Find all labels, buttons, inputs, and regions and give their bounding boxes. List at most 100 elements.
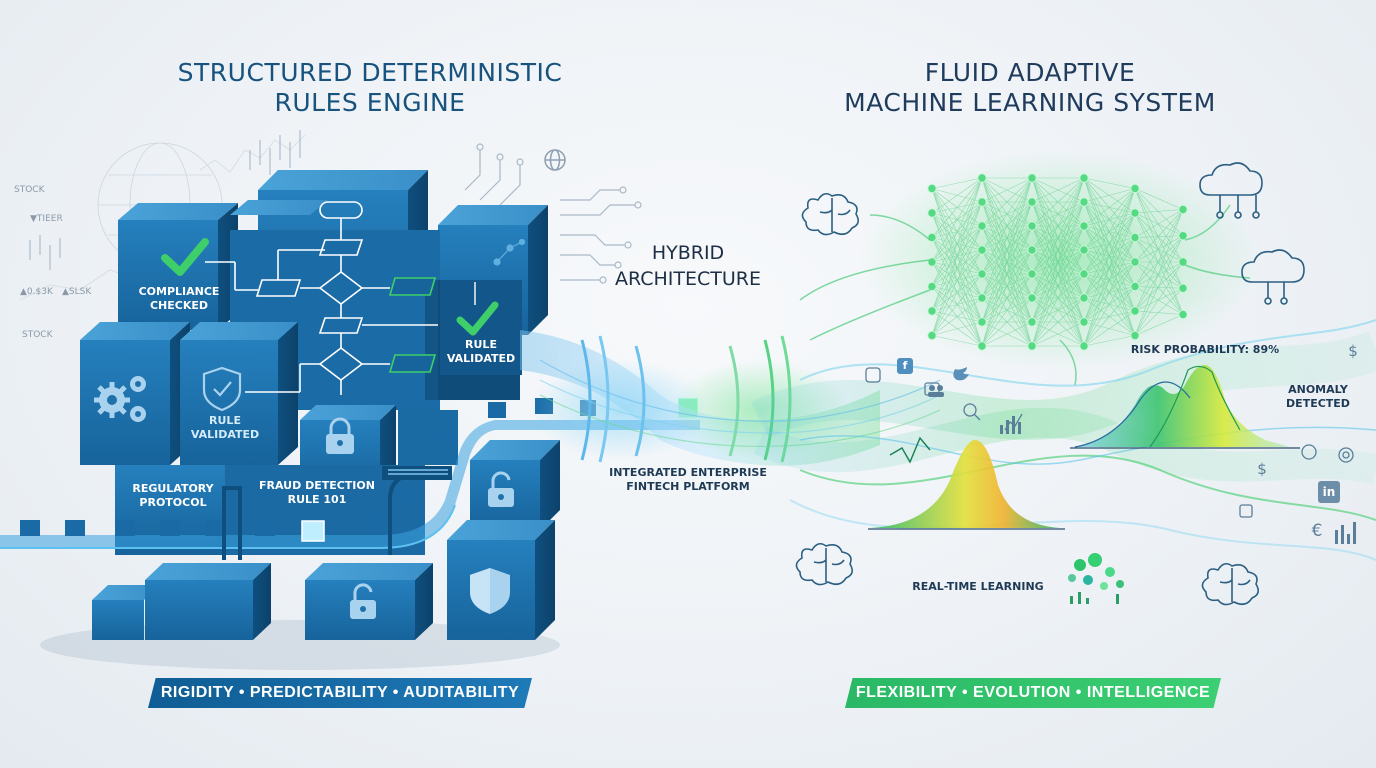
nn-link [1031, 297, 1085, 347]
nn-link [931, 335, 983, 347]
risk-probability-label: RISK PROBABILITY: 89% [1130, 343, 1280, 356]
nn-node [1027, 173, 1037, 183]
nn-link [1134, 212, 1184, 237]
flowchart-diagram [205, 201, 438, 395]
nn-link [1031, 225, 1085, 347]
compliance-line1: COMPLIANCE [138, 285, 220, 298]
nn-link [931, 321, 983, 336]
brain-icon-top-left [801, 192, 860, 236]
nn-node [927, 281, 937, 292]
distribution-peak-lower [868, 440, 1065, 530]
nn-link [1134, 314, 1184, 336]
nn-node [1130, 306, 1140, 316]
cube-top-far [230, 200, 328, 215]
nn-link [981, 177, 1033, 347]
nn-link [931, 225, 983, 336]
bg-label-stock-top: STOCK [14, 185, 45, 195]
rule-validated-label-left: RULE VALIDATED [180, 414, 270, 442]
nn-link [931, 249, 983, 336]
nn-link [1083, 335, 1136, 347]
nn-node [1130, 183, 1140, 194]
nn-link [1134, 261, 1184, 336]
nn-node [1027, 341, 1037, 351]
bg-label-03k: ▲0.$3K [20, 287, 53, 297]
nn-link [981, 273, 1033, 347]
nn-link [1134, 209, 1184, 336]
nn-link [981, 177, 1033, 299]
nn-link [1031, 321, 1085, 347]
nn-link [931, 273, 983, 336]
nn-link [1134, 209, 1184, 312]
nn-node [1027, 221, 1037, 231]
platform-label: INTEGRATED ENTERPRISE FINTECH PLATFORM [590, 466, 786, 494]
nn-link [1083, 188, 1136, 251]
cube-lower-right-lock [470, 440, 560, 530]
nn-link [1134, 286, 1184, 315]
cloud-network-icon-mid [1241, 249, 1305, 305]
nn-link [931, 201, 983, 336]
linkedin-icon [1318, 481, 1340, 503]
shield-check-icon [202, 366, 242, 412]
platform-line1: INTEGRATED ENTERPRISE [609, 466, 767, 479]
rule-validated-left-line1: RULE [209, 414, 241, 427]
nn-link [1083, 310, 1136, 347]
nn-link [1134, 235, 1184, 336]
nn-link [1134, 235, 1184, 287]
nn-link [931, 177, 983, 238]
circuit-traces [464, 143, 642, 284]
nn-link [1031, 249, 1085, 347]
nn-link [1134, 235, 1184, 312]
nn-link [931, 177, 983, 287]
nn-link [1083, 212, 1136, 347]
right-title-line2: MACHINE LEARNING SYSTEM [844, 88, 1216, 117]
nn-node [1027, 269, 1037, 279]
nn-link [931, 177, 983, 312]
cube-bottom-b [145, 563, 271, 640]
facebook-icon-text: f [902, 359, 908, 372]
hybrid-line1: HYBRID [651, 242, 725, 264]
padlock-icon-bottom [350, 583, 376, 619]
nn-node [927, 232, 937, 243]
left-title: STRUCTURED DETERMINISTIC RULES ENGINE [100, 58, 640, 118]
nn-link [931, 177, 983, 263]
fraud-line2: RULE 101 [287, 493, 347, 506]
nn-node [1130, 330, 1140, 341]
nn-link [981, 249, 1033, 347]
nn-node [977, 221, 987, 231]
nn-link [1083, 188, 1136, 323]
linkedin-icon-text: in [1322, 485, 1336, 499]
cube-mid-center [180, 322, 298, 465]
left-banner: RIGIDITY • PREDICTABILITY • AUDITABILITY [148, 678, 532, 708]
right-title-line1: FLUID ADAPTIVE [924, 58, 1136, 87]
nn-link [1134, 209, 1184, 238]
nn-link [981, 177, 1033, 227]
nn-link [1083, 177, 1136, 189]
bg-label-stock-bottom: STOCK [22, 330, 53, 340]
check-icon-compliance [161, 238, 209, 276]
nn-link [1134, 287, 1184, 312]
compliance-checked-label: COMPLIANCE CHECKED [126, 285, 232, 313]
right-banner: FLEXIBILITY • EVOLUTION • INTELLIGENCE [845, 678, 1221, 708]
nn-link [1031, 177, 1085, 299]
regulatory-line2: PROTOCOL [139, 496, 207, 509]
dollar-icon-top: $ [1348, 342, 1358, 360]
nn-link [981, 201, 1033, 347]
check-icon-rule-validated [456, 301, 499, 336]
anomaly-detected-label: ANOMALY DETECTED [1276, 383, 1360, 411]
background-candlesticks [29, 130, 301, 270]
padlock-icon-right [488, 471, 514, 507]
nn-node [1178, 204, 1188, 215]
nn-link [1134, 209, 1184, 214]
dollar-icon-bottom: $ [1257, 460, 1267, 478]
nn-link [931, 177, 983, 336]
nn-node [977, 317, 987, 327]
nn-node [977, 293, 987, 303]
nn-link [981, 297, 1033, 347]
nn-link [1083, 188, 1136, 227]
nn-link [1031, 273, 1085, 347]
nn-link [981, 177, 1033, 275]
nn-node [977, 341, 987, 351]
nn-link [1134, 237, 1184, 315]
nn-link [931, 297, 983, 336]
shield-icon [470, 568, 510, 614]
